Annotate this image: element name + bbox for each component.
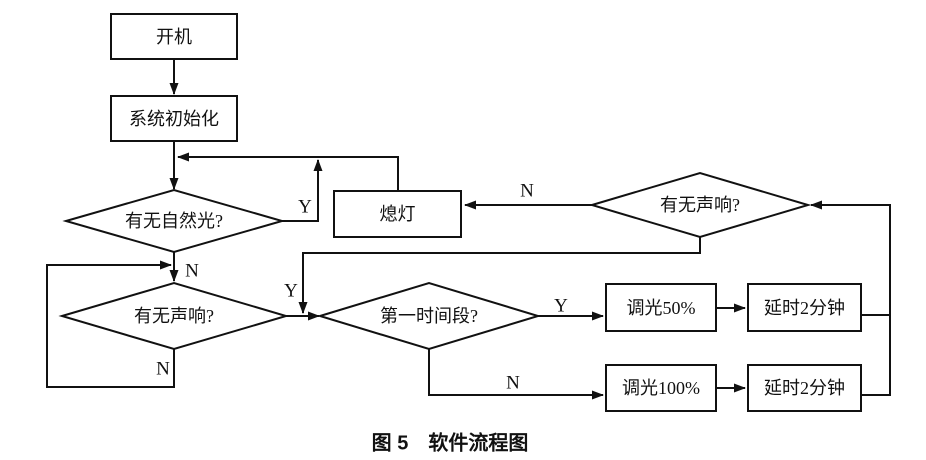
node-delay-top: 延时2分钟: [747, 283, 862, 332]
edge-delaybottom-to-soundright: [810, 200, 891, 396]
branch-label-sound-left-yes: Y: [284, 280, 298, 302]
branch-label-first-period-yes: Y: [554, 295, 568, 317]
branch-label-natural-light-yes: Y: [298, 196, 312, 218]
node-power-on: 开机: [110, 13, 238, 60]
decision-sound-left-shape: [58, 281, 290, 351]
decision-sound-right-shape: [588, 171, 812, 239]
node-dim-50-label: 调光50%: [626, 297, 696, 318]
edge-naturallight-yes: [282, 159, 323, 222]
node-delay-bottom: 延时2分钟: [747, 364, 862, 412]
decision-natural-light-shape: [62, 188, 286, 254]
decision-natural-light-label: 有无自然光?: [125, 211, 223, 231]
branch-label-sound-right-no: N: [520, 180, 534, 202]
node-dim-50: 调光50%: [605, 283, 717, 332]
node-light-off-label: 熄灯: [379, 204, 416, 224]
branch-label-sound-left-no: N: [156, 358, 170, 380]
decision-sound-right-label: 有无声响?: [660, 195, 740, 215]
decision-first-period-label: 第一时间段?: [380, 306, 478, 326]
node-system-init: 系统初始化: [110, 95, 238, 142]
decision-sound-left-label: 有无声响?: [134, 306, 214, 326]
node-dim-100: 调光100%: [605, 364, 717, 412]
decision-first-period-shape: [316, 281, 542, 351]
node-system-init-label: 系统初始化: [129, 108, 219, 129]
edge-firstperiod-no: [428, 349, 604, 400]
node-dim-100-label: 调光100%: [622, 378, 700, 398]
branch-label-natural-light-no: N: [185, 260, 199, 282]
node-delay-top-label: 延时2分钟: [764, 297, 845, 318]
branch-label-first-period-no: N: [506, 372, 520, 394]
edge-soundright-to-firstperiod: [298, 237, 701, 314]
node-light-off: 熄灯: [333, 190, 462, 238]
figure-caption: 图 5 软件流程图: [371, 432, 529, 455]
edge-soundleft-no-loop: [46, 260, 175, 388]
edge-lightoff-return-loop: [177, 152, 399, 190]
node-power-on-label: 开机: [156, 26, 192, 47]
node-delay-bottom-label: 延时2分钟: [764, 378, 845, 398]
